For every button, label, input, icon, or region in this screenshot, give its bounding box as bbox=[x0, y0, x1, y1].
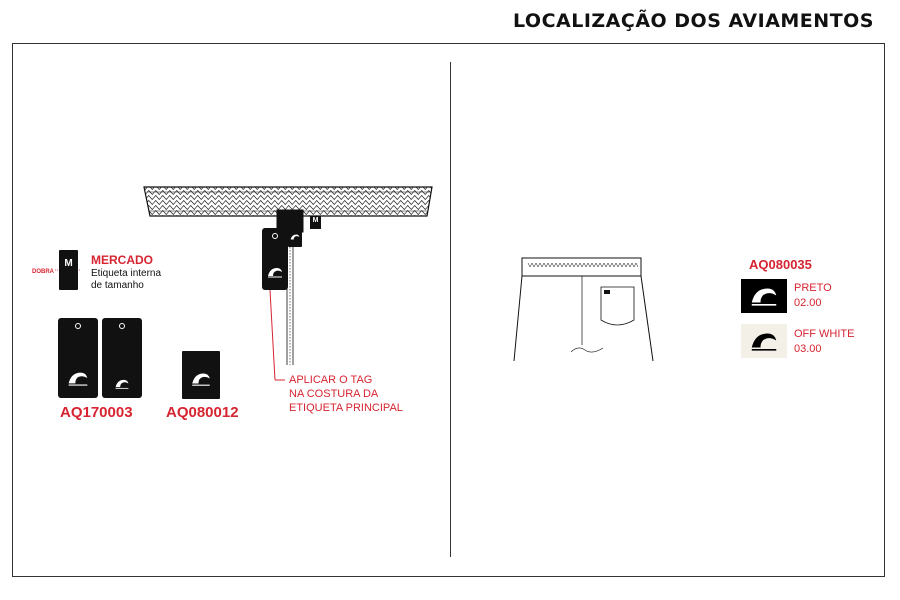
applied-hangtag bbox=[262, 228, 288, 290]
variant-swatch-offwhite bbox=[741, 324, 787, 358]
hangtag-hole bbox=[119, 323, 125, 329]
variant-swatch-black bbox=[741, 279, 787, 313]
size-label-tag: M bbox=[59, 250, 78, 290]
variant-number-2: 03.00 bbox=[794, 343, 822, 355]
size-label-desc-line2: de tamanho bbox=[91, 280, 144, 291]
content-frame bbox=[12, 43, 885, 577]
quiksilver-logo-icon bbox=[751, 333, 777, 351]
hangtag-hole bbox=[75, 323, 81, 329]
size-label-desc-line1: Etiqueta interna bbox=[91, 268, 162, 279]
page-title: LOCALIZAÇÃO DOS AVIAMENTOS bbox=[512, 10, 874, 32]
instruction-line1: APLICAR O TAG bbox=[289, 374, 373, 386]
small-tag bbox=[182, 351, 220, 399]
fold-label: DOBRA bbox=[32, 269, 54, 275]
size-letter: M bbox=[64, 258, 73, 269]
hangtag-code: AQ170003 bbox=[60, 404, 133, 421]
quiksilver-logo-icon bbox=[751, 288, 777, 306]
size-label-heading: MERCADO bbox=[91, 253, 153, 267]
quiksilver-logo-icon bbox=[268, 268, 282, 278]
variant-name-2: OFF WHITE bbox=[794, 328, 855, 340]
back-pocket-label bbox=[604, 290, 610, 294]
waistband-size-label: M bbox=[310, 216, 321, 229]
applied-small-tag bbox=[288, 225, 302, 247]
hangtag-back bbox=[102, 318, 142, 398]
hangtag-front bbox=[58, 318, 98, 398]
variant-name-1: PRETO bbox=[794, 282, 832, 294]
small-tag-code: AQ080012 bbox=[166, 404, 239, 421]
panel-divider bbox=[450, 62, 451, 557]
instruction-line3: ETIQUETA PRINCIPAL bbox=[289, 402, 403, 414]
instruction-line2: NA COSTURA DA bbox=[289, 388, 379, 400]
quiksilver-logo-icon bbox=[68, 372, 88, 386]
variant-number-1: 02.00 bbox=[794, 297, 822, 309]
waistband-size-letter: M bbox=[312, 217, 319, 224]
quiksilver-logo-icon bbox=[290, 234, 300, 240]
hangtag-hole bbox=[272, 233, 278, 239]
quiksilver-logo-icon bbox=[115, 379, 129, 389]
patch-code: AQ080035 bbox=[749, 257, 812, 272]
quiksilver-logo-icon bbox=[192, 373, 210, 386]
